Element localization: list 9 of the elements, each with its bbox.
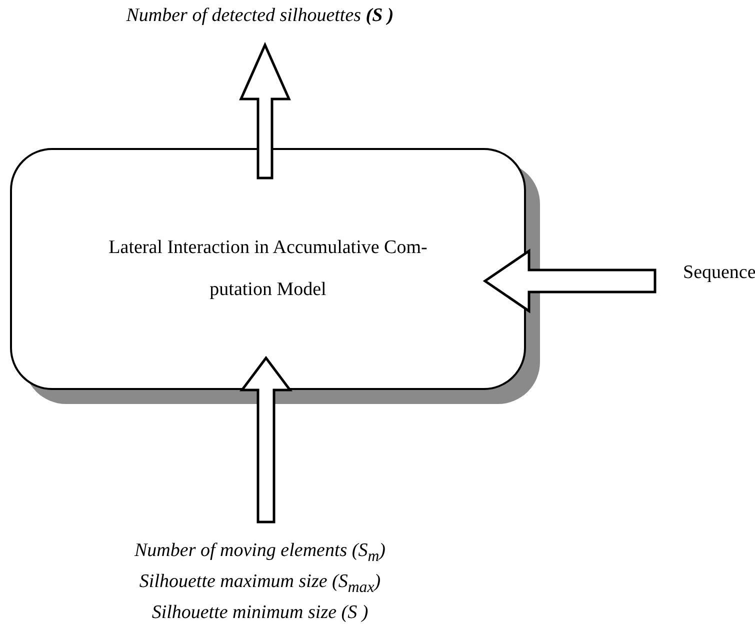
label-text: Number of detected silhouettes (S ) <box>125 4 395 28</box>
block-arrow <box>482 248 656 314</box>
label-text: Sequence <box>683 261 755 285</box>
box-label: Lateral Interaction in Accumulative Com-putation Model <box>108 236 428 302</box>
block-arrow <box>240 356 292 524</box>
block-arrow <box>239 42 291 180</box>
label-text: Silhouette maximum size (S$_{max}$) <box>138 570 382 598</box>
label-text: Number of moving elements (S$_{m}$) <box>133 539 386 567</box>
label-text: Silhouette minimum size (S ) <box>150 600 370 625</box>
